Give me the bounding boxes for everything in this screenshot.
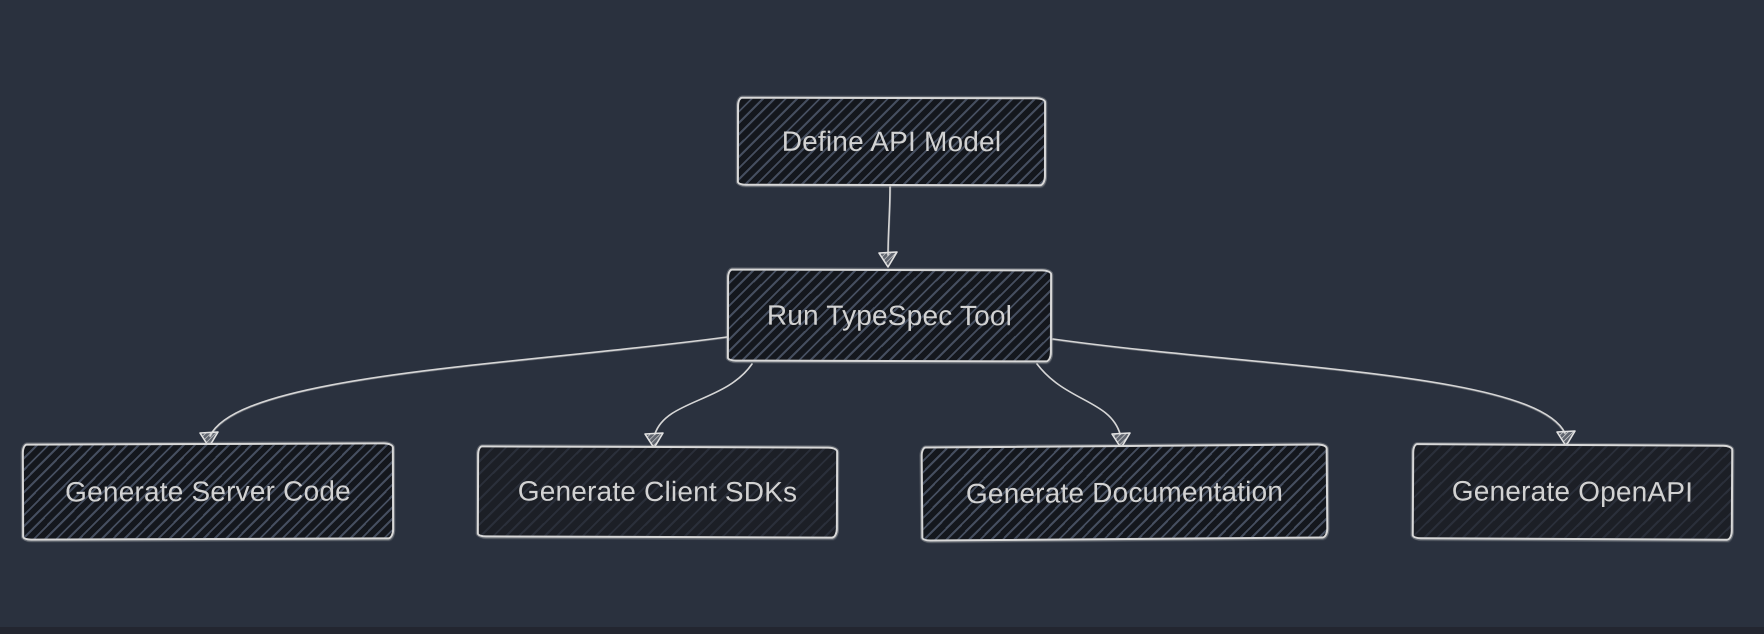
edge-run-to-documentation <box>1036 363 1131 449</box>
node-generate-server-code: Generate Server Code <box>21 442 395 541</box>
node-label: Generate Documentation <box>965 475 1284 509</box>
edge-define-to-run <box>878 185 898 268</box>
edge-run-to-openapi <box>1052 338 1576 447</box>
node-generate-client-sdks: Generate Client SDKs <box>476 445 839 539</box>
node-label: Generate Client SDKs <box>517 475 798 508</box>
node-generate-documentation: Generate Documentation <box>920 443 1329 542</box>
node-generate-openapi: Generate OpenAPI <box>1411 443 1734 541</box>
edge-run-to-client-sdks <box>644 363 753 449</box>
edge-run-to-server-code <box>199 336 728 448</box>
node-define-api-model: Define API Model <box>736 96 1047 187</box>
node-label: Run TypeSpec Tool <box>766 299 1013 331</box>
node-label: Define API Model <box>781 125 1002 157</box>
node-label: Generate OpenAPI <box>1451 475 1694 508</box>
node-run-typespec-tool: Run TypeSpec Tool <box>726 268 1053 363</box>
canvas-bottom-edge <box>0 627 1764 634</box>
node-label: Generate Server Code <box>65 475 351 507</box>
arrowhead-icon <box>878 251 898 268</box>
